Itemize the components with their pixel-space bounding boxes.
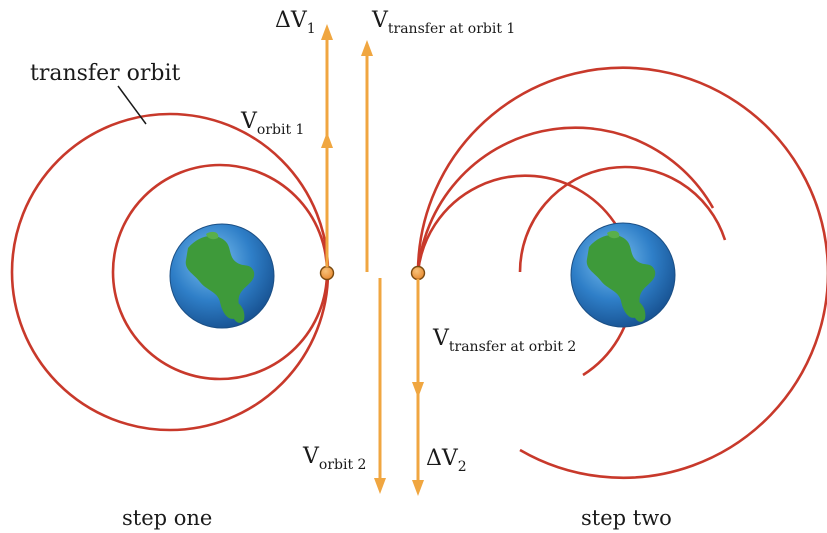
delta-v2-label: ΔV2 xyxy=(426,446,467,475)
v-transfer-orbit2-label: Vtransfer at orbit 2 xyxy=(432,326,576,355)
v-orbit2-arrow xyxy=(374,278,386,494)
inner-orbit-right xyxy=(518,165,727,273)
v-orbit2-label: Vorbit 2 xyxy=(302,444,366,473)
spacecraft-dot-1 xyxy=(319,265,335,281)
transfer-orbit-2 xyxy=(416,126,715,273)
earth-icon-left xyxy=(169,223,275,329)
earth-icon-right xyxy=(570,222,676,328)
v-orbit1-arrow-head xyxy=(321,132,333,148)
orbit-2 xyxy=(416,66,827,480)
v-transfer-orbit1-label: Vtransfer at orbit 1 xyxy=(371,8,515,37)
step-one-caption: step one xyxy=(122,506,212,530)
v-transfer-2-arrow-head xyxy=(412,382,424,398)
delta-v1-label: ΔV1 xyxy=(275,8,316,37)
step-two-caption: step two xyxy=(581,506,672,530)
step-one-group: transfer orbit ΔV1 Vtransfer at orbit 1 … xyxy=(10,8,515,530)
spacecraft-dot-2 xyxy=(410,265,426,281)
step-two-group: Vtransfer at orbit 2 Vorbit 2 ΔV2 step t… xyxy=(302,66,827,530)
delta-v1-arrow xyxy=(321,24,333,267)
v-orbit1-label: Vorbit 1 xyxy=(240,109,304,138)
transfer-orbit-label: transfer orbit xyxy=(30,61,180,86)
v-transfer-1-arrow xyxy=(361,40,373,272)
transfer-orbit-leader xyxy=(117,85,147,125)
